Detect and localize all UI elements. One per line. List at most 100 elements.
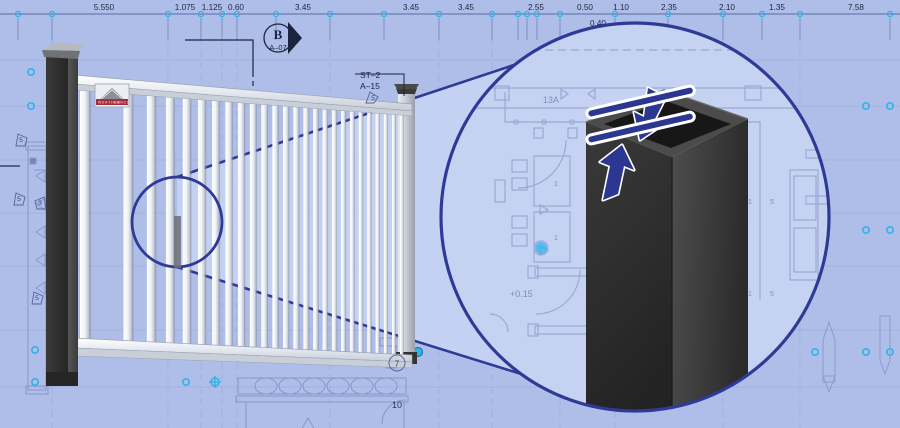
- dimension-label: 1.35: [769, 3, 785, 12]
- fence-picket: [400, 107, 404, 357]
- dimension-node[interactable]: [272, 10, 280, 18]
- dimension-node[interactable]: [719, 10, 727, 18]
- dimension-node[interactable]: [523, 10, 531, 18]
- fence-pickets: [80, 80, 404, 357]
- highlighted-picket: [174, 216, 181, 268]
- fence-picket-shadow: [362, 103, 364, 356]
- fence-picket-shadow: [154, 85, 157, 347]
- dimension-node[interactable]: [758, 10, 766, 18]
- svg-text:3: 3: [38, 200, 42, 207]
- dimension-label: 3.45: [458, 3, 474, 12]
- dimension-label: 0.50: [577, 3, 593, 12]
- dimension-node[interactable]: [556, 10, 564, 18]
- fence-picket-shadow: [403, 107, 404, 357]
- fence-picket: [341, 102, 346, 355]
- lens-rim[interactable]: [439, 21, 831, 413]
- dimension-label: 1.125: [202, 3, 223, 12]
- dimension-label: 3.45: [403, 3, 419, 12]
- dimension-node[interactable]: [796, 10, 804, 18]
- fence-picket: [197, 89, 205, 349]
- fence-picket: [237, 93, 245, 351]
- fence-picket: [303, 98, 309, 354]
- fence-picket-shadow: [189, 88, 192, 349]
- dimension-node[interactable]: [533, 10, 541, 18]
- elevation-tag-group: [13, 133, 47, 305]
- fence-picket-shadow: [308, 98, 310, 354]
- dimension-label: 2.35: [661, 3, 677, 12]
- dimension-node[interactable]: [233, 10, 241, 18]
- dimension-node[interactable]: [218, 10, 226, 18]
- dimension-node[interactable]: [435, 10, 443, 18]
- fence-picket: [367, 104, 371, 356]
- fence-picket: [283, 97, 289, 353]
- door-tag-7[interactable]: 7: [388, 354, 406, 372]
- dimension-label: 0.60: [228, 3, 244, 12]
- detail-callout-line1: ST–2: [360, 70, 381, 80]
- dimension-node[interactable]: [514, 10, 522, 18]
- fence-picket: [212, 91, 219, 350]
- fence-picket-shadow: [288, 97, 290, 353]
- fence-picket-shadow: [395, 106, 396, 357]
- dimension-label: 2.10: [719, 3, 735, 12]
- svg-text:5: 5: [17, 196, 21, 203]
- fence-picket-shadow: [231, 92, 234, 350]
- dimension-node[interactable]: [326, 10, 334, 18]
- fence-picket: [392, 106, 396, 357]
- fence-picket: [375, 104, 380, 357]
- fence-picket-shadow: [204, 89, 207, 349]
- dimension-node[interactable]: [48, 10, 56, 18]
- dimension-node[interactable]: [611, 10, 619, 18]
- fence-picket: [249, 94, 256, 351]
- fence-picket-shadow: [218, 91, 221, 350]
- dimension-label: 2.55: [528, 3, 544, 12]
- fence-picket-shadow: [298, 98, 300, 353]
- fence-picket: [331, 101, 337, 355]
- fence-picket-shadow: [277, 96, 280, 352]
- fence-picket: [146, 85, 155, 347]
- fence-picket-shadow: [336, 101, 338, 355]
- fence-picket: [182, 88, 190, 349]
- svg-text:10: 10: [392, 400, 402, 410]
- dimension-label: 3.45: [295, 3, 311, 12]
- door-tag-10[interactable]: 10: [392, 400, 402, 410]
- svg-text:7: 7: [395, 360, 400, 369]
- fence-picket-shadow: [379, 104, 380, 357]
- fence-picket-shadow: [89, 80, 92, 344]
- section-marker-sheet: A–07: [269, 43, 287, 52]
- fence-picket: [123, 83, 132, 346]
- fence-picket: [293, 98, 299, 353]
- near-corner-post: [42, 42, 84, 386]
- fence-picket: [272, 96, 278, 352]
- fence-picket-shadow: [370, 104, 372, 356]
- dimension-label: 1.075: [175, 3, 196, 12]
- dimension-label: 1.10: [613, 3, 629, 12]
- fence-picket-shadow: [327, 100, 329, 354]
- manufacturer-plaque[interactable]: W E A T H E R F E N C E: [94, 83, 130, 108]
- dimension-node[interactable]: [164, 10, 172, 18]
- wall-thickness-arrows: [585, 84, 696, 202]
- dimension-node[interactable]: [664, 10, 672, 18]
- dimension-node[interactable]: [488, 10, 496, 18]
- fence-picket-shadow: [387, 105, 389, 357]
- section-marker-b[interactable]: B A–07: [185, 22, 302, 88]
- fence-picket: [349, 102, 354, 355]
- dimension-node[interactable]: [197, 10, 205, 18]
- svg-text:W E A T H E R: W E A T H E R: [98, 101, 121, 105]
- fence-picket: [313, 99, 318, 354]
- fence-picket-shadow: [244, 93, 246, 351]
- fence-top-rail: [73, 74, 413, 117]
- fence-picket: [80, 80, 90, 344]
- detail-callout-st2[interactable]: ST–2 A–15 5: [355, 70, 405, 104]
- dimension-label: 7.58: [848, 3, 864, 12]
- fence-picket-shadow: [255, 94, 258, 351]
- dimension-node[interactable]: [380, 10, 388, 18]
- fence-picket-shadow: [345, 102, 347, 355]
- dimension-node[interactable]: [14, 10, 22, 18]
- dimension-node[interactable]: [886, 10, 894, 18]
- dimension-label: 0.40: [590, 19, 606, 28]
- svg-text:F E N C E: F E N C E: [114, 101, 130, 105]
- fence-picket: [322, 100, 328, 354]
